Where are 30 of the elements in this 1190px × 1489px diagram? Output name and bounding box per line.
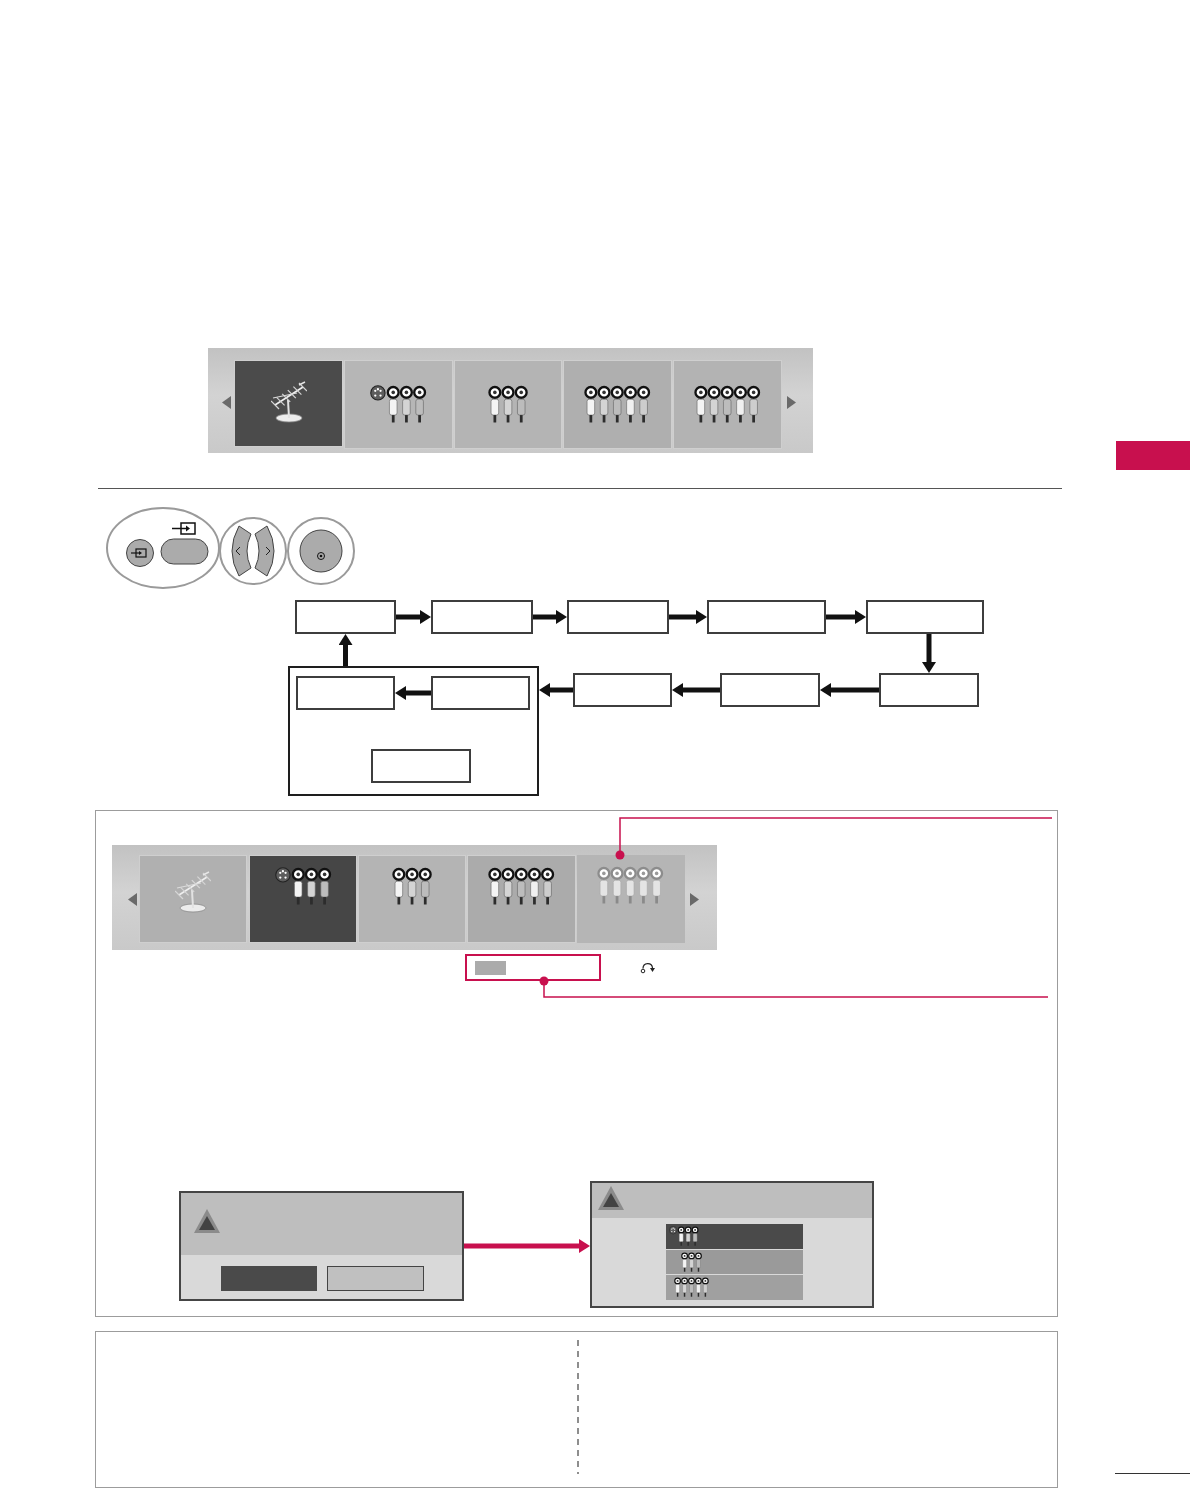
input-tile — [577, 855, 685, 943]
step-box — [296, 676, 395, 710]
step-box — [707, 600, 826, 634]
arrow — [533, 610, 567, 624]
step-box — [866, 600, 984, 634]
leader-line — [615, 817, 1053, 860]
arrow — [396, 610, 431, 624]
step-box — [567, 600, 669, 634]
warning-dialog — [590, 1181, 874, 1308]
arrow — [669, 610, 707, 624]
step-box — [720, 673, 820, 707]
arrow — [395, 686, 431, 700]
step-box — [431, 600, 533, 634]
leader-line — [539, 976, 1049, 998]
section-tab — [1116, 441, 1190, 470]
arrow — [338, 634, 353, 666]
arrow — [539, 683, 573, 697]
group-frame — [288, 666, 539, 796]
warning-dialog — [179, 1191, 464, 1301]
step-box — [371, 749, 471, 783]
arrow — [464, 1239, 590, 1253]
arrow — [820, 683, 879, 697]
step-box — [431, 676, 530, 710]
arrow — [672, 683, 720, 697]
step-box — [295, 600, 396, 634]
step-box — [573, 673, 672, 707]
step-box — [879, 673, 979, 707]
arrow — [826, 610, 866, 624]
highlight-frame — [465, 954, 601, 981]
arrow — [922, 634, 936, 673]
